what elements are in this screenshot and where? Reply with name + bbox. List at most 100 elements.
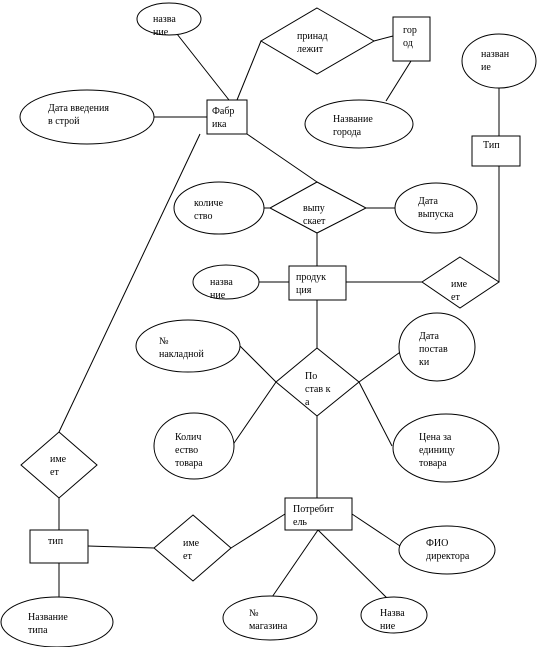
attribute-label: выпуска [418, 209, 454, 220]
entity-label: тип [48, 536, 64, 547]
relationship-prinadlezhit: принад лежит [260, 7, 375, 75]
connector [317, 529, 390, 601]
entity-tip-bottom: тип [29, 529, 89, 564]
entity-label: продук [296, 272, 326, 283]
relationship-label: ет [183, 551, 192, 562]
svg-text:город: гор од [403, 25, 417, 49]
connector [358, 381, 393, 447]
attribute-label: назва [153, 14, 176, 25]
attribute-label: постав [419, 344, 448, 355]
attribute-label: ние [210, 290, 226, 301]
relationship-imeet-bottom: име ет [153, 514, 232, 582]
attribute-label: ки [419, 357, 430, 368]
attribute-label: директора [426, 551, 470, 562]
relationship-label: лежит [297, 44, 324, 55]
attribute-label: назва [210, 277, 233, 288]
relationship-label: име [183, 538, 200, 549]
connector [246, 133, 318, 183]
connector [87, 545, 155, 549]
attribute-label: города [333, 127, 362, 138]
entity-label: Тип [483, 140, 500, 151]
relationship-label: По [305, 371, 317, 382]
attribute-label: № [159, 336, 169, 347]
relationship-label: принад [297, 31, 328, 42]
attribute-label: ие [481, 62, 491, 73]
attribute-label: ние [153, 27, 169, 38]
relationship-label: ет [50, 467, 59, 478]
attribute-data-postavki: Дата постав ки [398, 312, 476, 382]
entity-gorod: гор од [392, 16, 431, 62]
attribute-label: единицу [419, 445, 455, 456]
connector [373, 35, 394, 42]
attribute-label: № [249, 608, 259, 619]
relationship-imeet-left: име ет [20, 431, 98, 499]
svg-text:Тип: Тип [483, 140, 500, 151]
entity-tip-top: Тип [471, 135, 521, 167]
connector [236, 40, 262, 101]
relationship-label: скает [303, 216, 326, 227]
attribute-nomer-nakladnoy: № накладной [135, 319, 241, 373]
attribute-label: ФИО [426, 538, 448, 549]
connector [176, 33, 230, 101]
entity-label: од [403, 38, 413, 49]
svg-text:тип: тип [48, 536, 64, 547]
relationship-postavka: По став к а [275, 347, 360, 417]
svg-text:Название: Название [380, 608, 405, 632]
relationship-label: име [50, 454, 67, 465]
attribute-label: накладной [159, 349, 205, 360]
relationship-label: став к [305, 384, 331, 395]
attribute-label: Дата [419, 331, 439, 342]
connector [269, 529, 319, 601]
attribute-label: товара [175, 458, 203, 469]
attribute-label: ество [175, 445, 198, 456]
entity-label: ика [212, 119, 227, 130]
attribute-label: Цена за [419, 432, 452, 443]
attribute-label: товара [419, 458, 447, 469]
connector [358, 349, 404, 383]
relationship-label: име [451, 279, 468, 290]
attribute-label: в строй [48, 116, 80, 127]
entity-label: гор [403, 25, 417, 36]
attribute-label: ние [380, 621, 396, 632]
attribute-label: Название [28, 612, 68, 623]
connector [351, 513, 401, 547]
attribute-label: магазина [249, 621, 288, 632]
attribute-nomer-magazina: № магазина [222, 595, 318, 641]
relationship-label: а [305, 397, 310, 408]
attribute-produkciya-nazvanie: назва ние [192, 264, 260, 301]
connector [230, 513, 286, 549]
attribute-fabrika-nazvanie: назва ние [136, 2, 202, 38]
connector [231, 381, 277, 447]
attribute-label: ство [194, 211, 212, 222]
attribute-fio-direktora: ФИО директора [398, 525, 496, 575]
